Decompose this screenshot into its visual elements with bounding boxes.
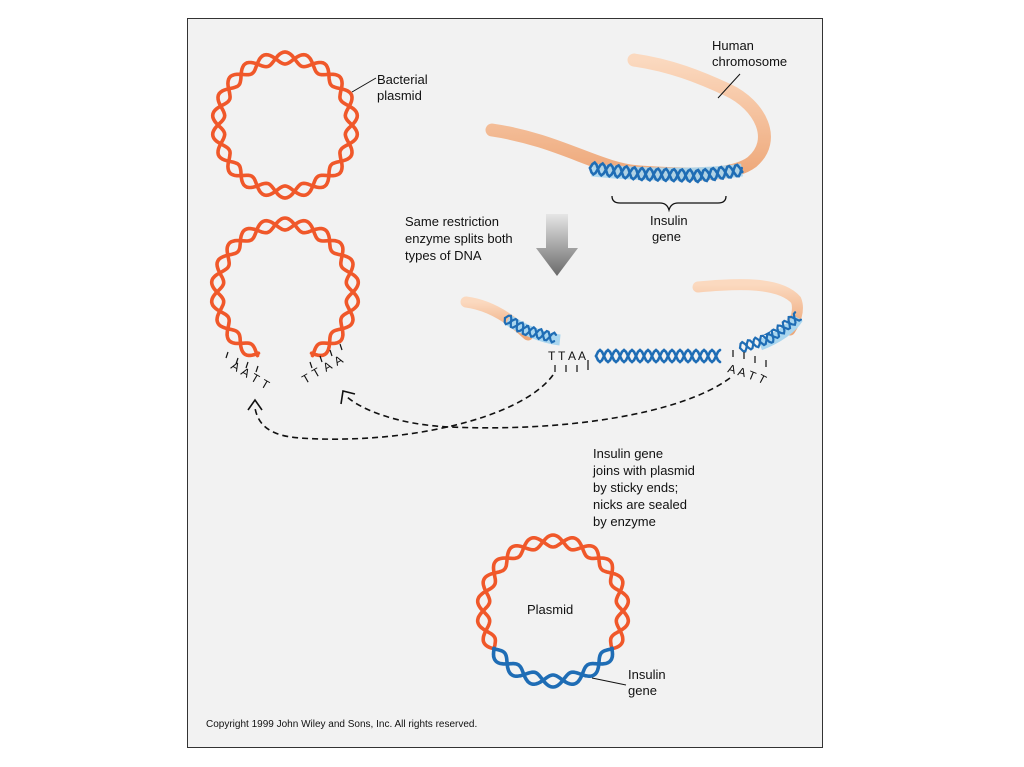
insulin-gene-bracket — [611, 195, 727, 213]
plasmid-center-label: Plasmid — [527, 602, 573, 617]
insulin-gene-label-bottom: Insulin gene — [628, 667, 669, 698]
cut-plasmid — [209, 216, 361, 358]
human-chromosome-label: Human chromosome — [712, 38, 787, 69]
fragment-left-helix — [503, 314, 557, 344]
bacterial-plasmid-label: Bacterial plasmid — [377, 72, 431, 103]
copyright-notice: Copyright 1999 John Wiley and Sons, Inc.… — [206, 719, 477, 730]
dashed-arrow-to-left-end — [254, 374, 554, 440]
down-arrow-icon — [536, 214, 578, 276]
svg-text:A: A — [568, 349, 576, 363]
insulin-gene-fragment — [594, 348, 722, 364]
restriction-enzyme-label: Same restriction enzyme splits both type… — [405, 214, 516, 263]
svg-text:T: T — [756, 371, 770, 387]
insulin-gene-helix-top — [588, 160, 744, 184]
figure-frame — [187, 18, 823, 748]
insulin-gene-label-top: Insulin gene — [650, 213, 691, 244]
gene-right-sticky-end: A A T T — [726, 350, 769, 387]
arrowhead-right-icon — [340, 390, 356, 405]
svg-text:T: T — [558, 349, 566, 363]
svg-text:A: A — [578, 349, 586, 363]
dashed-arrow-to-right-end — [344, 377, 731, 429]
bacterial-plasmid — [210, 50, 360, 200]
plasmid-right-sticky-end: T T A A — [300, 343, 346, 387]
chromosome-leader-line — [717, 73, 741, 99]
arrowhead-left-icon — [247, 398, 263, 411]
svg-text:T: T — [259, 376, 273, 392]
svg-text:A: A — [332, 352, 346, 368]
svg-text:T: T — [548, 349, 556, 363]
plasmid-left-sticky-end: A A T T — [225, 351, 273, 393]
fragment-right-helix — [738, 311, 802, 353]
svg-text:A: A — [726, 361, 737, 377]
svg-text:A: A — [321, 358, 335, 374]
recombinant-plasmid — [475, 533, 631, 689]
svg-text:A: A — [736, 364, 747, 380]
gene-left-sticky-end: T T A A — [548, 349, 589, 372]
plasmid-leader-line — [351, 77, 377, 93]
insulin-gene-leader-line — [591, 677, 627, 686]
join-step-label: Insulin gene joins with plasmid by stick… — [592, 446, 699, 529]
human-chromosome — [485, 53, 771, 181]
